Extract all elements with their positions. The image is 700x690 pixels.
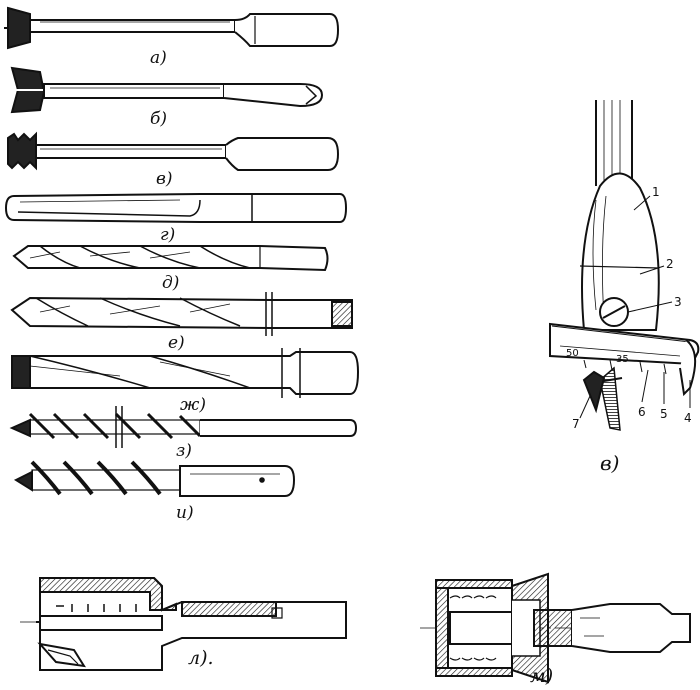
callout-4: 4 xyxy=(684,411,692,425)
label-b: б) xyxy=(150,109,167,129)
drill-bit-z xyxy=(9,406,358,448)
label-z: з) xyxy=(176,441,192,461)
label-a: а) xyxy=(150,48,167,68)
drill-bit-g xyxy=(4,193,348,223)
label-v: в) xyxy=(156,169,173,189)
drill-bit-zh xyxy=(11,348,360,398)
label-e: е) xyxy=(168,333,185,353)
drill-bit-i xyxy=(13,460,296,497)
scale-tick-50: 50 xyxy=(566,348,579,359)
label-i: и) xyxy=(176,503,194,523)
label-d: д) xyxy=(162,273,179,293)
drill-bit-b xyxy=(10,66,324,114)
label-section-l: л). xyxy=(188,647,214,669)
callout-6: 6 xyxy=(638,405,646,419)
adjustable-bit-drawing xyxy=(549,100,700,431)
callout-5: 5 xyxy=(660,407,668,421)
label-zh: ж) xyxy=(180,395,206,415)
scale-tick-35: 35 xyxy=(616,354,629,365)
label-section-m: м) xyxy=(530,665,553,687)
section-l-drawing xyxy=(20,577,347,671)
callout-1: 1 xyxy=(652,185,660,199)
callout-3: 3 xyxy=(674,295,682,309)
callout-7: 7 xyxy=(572,417,580,431)
label-adjustable-bit: в) xyxy=(600,451,619,475)
label-g: г) xyxy=(160,225,175,245)
drill-bit-d xyxy=(12,245,329,272)
drill-bit-a xyxy=(4,6,340,50)
drill-bit-v xyxy=(7,131,340,171)
drill-bit-e xyxy=(10,292,353,336)
callout-2: 2 xyxy=(666,257,674,271)
section-m-drawing xyxy=(420,572,691,684)
